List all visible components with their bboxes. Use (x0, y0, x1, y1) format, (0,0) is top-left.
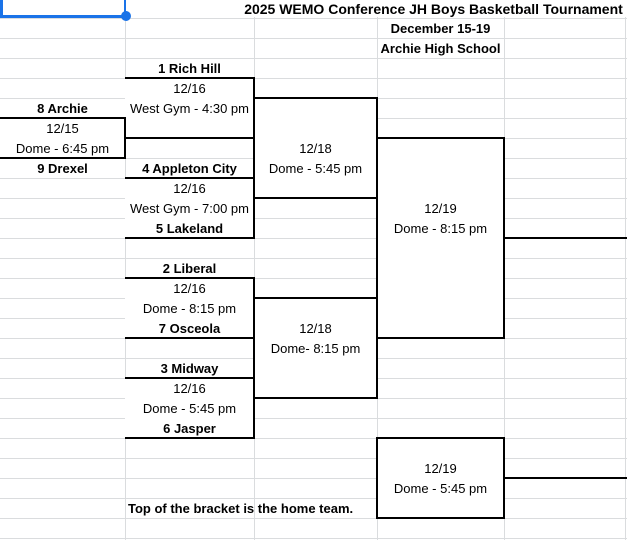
bracket-border-vertical (253, 77, 255, 239)
bracket-border-horizontal (504, 477, 627, 479)
sheet-title[interactable]: 2025 WEMO Conference JH Boys Basketball … (244, 1, 623, 17)
qf1-top-team[interactable]: 1 Rich Hill (158, 60, 221, 76)
bracket-border-horizontal (0, 157, 126, 159)
qf4-top-team[interactable]: 3 Midway (160, 360, 219, 376)
qf3-top-team[interactable]: 2 Liberal (162, 260, 217, 276)
gridline-horizontal (0, 238, 627, 239)
bracket-border-horizontal (254, 97, 378, 99)
gridline-horizontal (0, 218, 627, 219)
selection-border-bottom (0, 14, 127, 18)
cell-fill (377, 138, 504, 338)
bracket-border-horizontal (377, 437, 505, 439)
fill-handle[interactable] (121, 11, 131, 21)
cell-fill (377, 438, 504, 518)
bracket-border-horizontal (125, 377, 255, 379)
qf4-venue[interactable]: Dome - 5:45 pm (142, 400, 237, 416)
consolation-date[interactable]: 12/19 (424, 460, 457, 476)
bracket-border-vertical (503, 437, 505, 519)
championship-venue[interactable]: Dome - 8:15 pm (393, 220, 488, 236)
selection-border-right (123, 0, 126, 17)
bracket-border-horizontal (377, 137, 505, 139)
subtitle-location[interactable]: Archie High School (380, 40, 501, 56)
bracket-border-horizontal (125, 177, 255, 179)
bracket-border-horizontal (125, 77, 255, 79)
cell-fill (125, 378, 254, 438)
gridline-horizontal (0, 38, 627, 39)
bracket-border-vertical (124, 117, 126, 159)
qf3-venue[interactable]: Dome - 8:15 pm (142, 300, 237, 316)
bracket-border-horizontal (125, 137, 255, 139)
bracket-border-horizontal (254, 197, 378, 199)
footnote[interactable]: Top of the bracket is the home team. (128, 500, 354, 516)
qf4-date[interactable]: 12/16 (173, 380, 206, 396)
qf2-top-team[interactable]: 4 Appleton City (142, 160, 237, 176)
bracket-border-horizontal (125, 277, 255, 279)
bracket-border-horizontal (377, 337, 505, 339)
qf4-bottom-team[interactable]: 6 Jasper (163, 420, 216, 436)
championship-date[interactable]: 12/19 (424, 200, 457, 216)
cell-fill (125, 178, 254, 238)
bracket-border-vertical (503, 137, 505, 339)
cell-fill (125, 278, 254, 338)
cell-fill (254, 298, 377, 398)
qf2-bottom-team[interactable]: 5 Lakeland (155, 220, 224, 236)
qf2-venue[interactable]: West Gym - 7:00 pm (130, 200, 249, 216)
gridline-horizontal (0, 78, 627, 79)
cell-fill (125, 78, 254, 138)
bracket-border-vertical (376, 437, 378, 519)
gridline-horizontal (0, 518, 627, 519)
gridline-vertical (254, 0, 255, 540)
gridline-horizontal (0, 418, 627, 419)
qf3-date[interactable]: 12/16 (173, 280, 206, 296)
gridline-horizontal (0, 278, 627, 279)
cell-fill (240, 0, 627, 17)
gridline-vertical (625, 0, 626, 540)
bracket-border-horizontal (377, 517, 505, 519)
gridline-horizontal (0, 458, 627, 459)
cell-fill (254, 98, 377, 198)
bracket-border-vertical (253, 277, 255, 439)
qf2-date[interactable]: 12/16 (173, 180, 206, 196)
playin-date[interactable]: 12/15 (46, 120, 79, 136)
bracket-border-vertical (376, 97, 378, 399)
selection-border-left (0, 0, 3, 17)
cell-fill (0, 118, 125, 158)
gridline-horizontal (0, 18, 627, 19)
gridline-horizontal (0, 538, 627, 539)
playin-venue[interactable]: Dome - 6:45 pm (15, 140, 110, 156)
gridline-horizontal (0, 438, 627, 439)
bracket-border-horizontal (254, 397, 378, 399)
bracket-border-horizontal (0, 117, 126, 119)
playin-bottom-team[interactable]: 9 Drexel (37, 160, 88, 176)
sf1-venue[interactable]: Dome - 5:45 pm (268, 160, 363, 176)
playin-top-team[interactable]: 8 Archie (37, 100, 88, 116)
sf2-venue[interactable]: Dome- 8:15 pm (270, 340, 361, 356)
gridline-horizontal (0, 498, 627, 499)
bracket-border-horizontal (125, 437, 255, 439)
gridline-vertical (125, 0, 126, 540)
gridline-horizontal (0, 58, 627, 59)
qf3-bottom-team[interactable]: 7 Osceola (158, 320, 221, 336)
gridline-horizontal (0, 478, 627, 479)
bracket-border-horizontal (254, 297, 378, 299)
subtitle-dates[interactable]: December 15-19 (390, 20, 491, 36)
qf1-date[interactable]: 12/16 (173, 80, 206, 96)
sf1-date[interactable]: 12/18 (299, 140, 332, 156)
bracket-border-horizontal (504, 237, 627, 239)
qf1-venue[interactable]: West Gym - 4:30 pm (130, 100, 249, 116)
consolation-venue[interactable]: Dome - 5:45 pm (393, 480, 488, 496)
gridline-horizontal (0, 258, 627, 259)
bracket-border-horizontal (125, 237, 255, 239)
bracket-border-horizontal (125, 337, 255, 339)
sf2-date[interactable]: 12/18 (299, 320, 332, 336)
